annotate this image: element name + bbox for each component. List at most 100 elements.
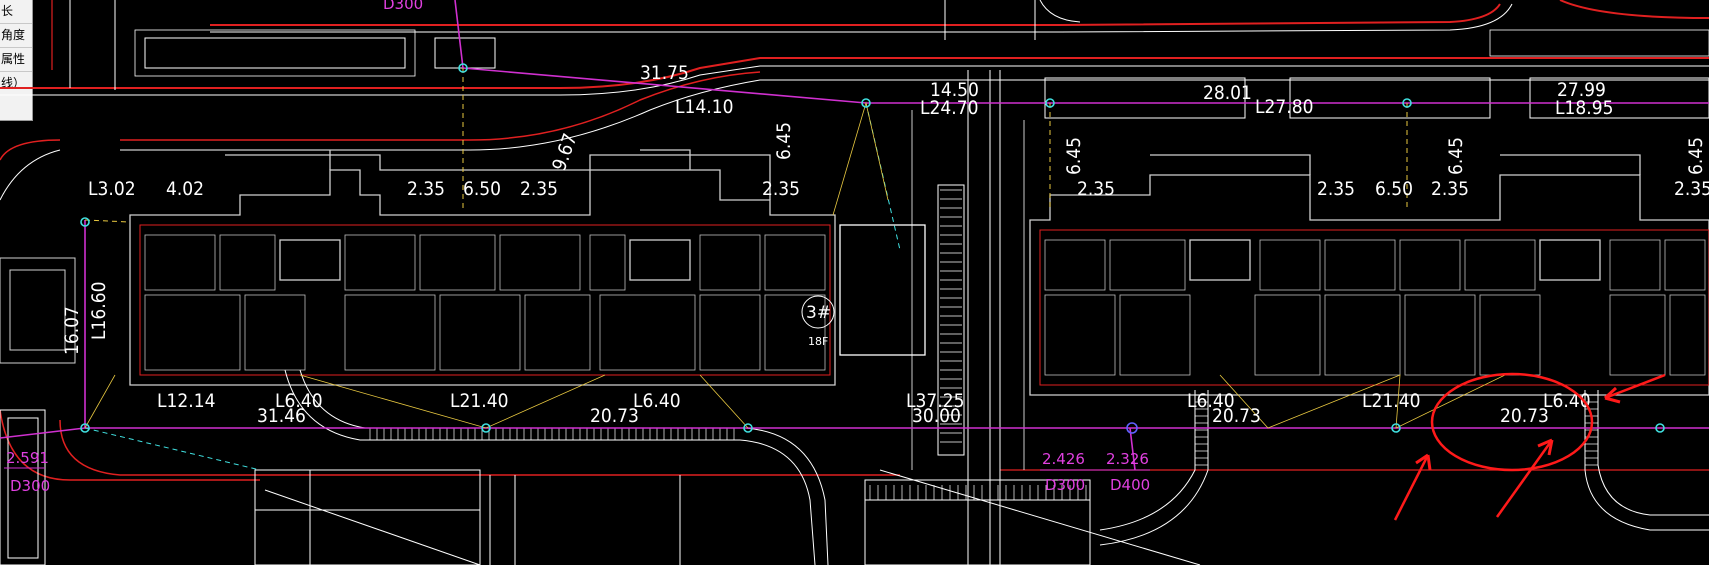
dim-l-3-02: L3.02 bbox=[88, 178, 136, 200]
dim-6-45-a: 6.45 bbox=[773, 122, 795, 160]
node bbox=[1391, 423, 1401, 433]
dim-20-73-b: 20.73 bbox=[1212, 405, 1261, 427]
room-outline bbox=[1664, 239, 1706, 291]
node bbox=[861, 98, 871, 108]
room-outline bbox=[764, 234, 826, 291]
dim-28-01: 28.01 bbox=[1203, 82, 1252, 104]
room-outline bbox=[524, 294, 591, 371]
dim-31-75: 31.75 bbox=[640, 62, 689, 84]
room-outline bbox=[144, 234, 216, 291]
room-outline bbox=[699, 294, 761, 371]
room-outline bbox=[1609, 239, 1661, 291]
dim-6-45-c: 6.45 bbox=[1445, 137, 1467, 175]
dim-16-07: 16.07 bbox=[61, 306, 83, 355]
dimension-texts: 31.75 14.50 28.01 27.99 L14.10 L24.70 L2… bbox=[61, 62, 1709, 427]
dim-l-6-40-c: L6.40 bbox=[1187, 390, 1235, 412]
dim-l-21-40-a: L21.40 bbox=[450, 390, 508, 412]
room-outline bbox=[344, 234, 416, 291]
room-outline bbox=[1044, 239, 1106, 291]
room-outline bbox=[1109, 239, 1186, 291]
building-block-left bbox=[129, 149, 926, 386]
room-outline bbox=[439, 294, 521, 371]
room-outline bbox=[1479, 294, 1541, 376]
dim-31-46: 31.46 bbox=[257, 405, 306, 427]
room-outline bbox=[1119, 294, 1191, 376]
dim-6-45-d: 6.45 bbox=[1685, 137, 1707, 175]
dim-9-67: 9.67 bbox=[548, 131, 582, 174]
dim-2-35-d: 2.35 bbox=[1077, 178, 1115, 200]
stair-hatching bbox=[940, 189, 962, 443]
room-outline bbox=[599, 294, 696, 371]
pipe-network bbox=[0, 0, 1709, 471]
room-outline bbox=[344, 294, 436, 371]
dim-2-35-c: 2.35 bbox=[762, 178, 800, 200]
pipe-elev-2426: 2.426 bbox=[1042, 450, 1085, 468]
node bbox=[458, 63, 468, 73]
bottom-structure bbox=[254, 469, 1201, 565]
pipe-elev-2326: 2.326 bbox=[1106, 450, 1149, 468]
node bbox=[1402, 98, 1412, 108]
room-outline bbox=[1464, 239, 1536, 291]
dim-l-18-95: L18.95 bbox=[1555, 97, 1613, 119]
dim-l-16-60: L16.60 bbox=[88, 282, 110, 340]
room-outline bbox=[419, 234, 496, 291]
aux-building-left bbox=[0, 257, 76, 565]
node bbox=[743, 423, 753, 433]
manhole-nodes bbox=[80, 63, 1665, 434]
pipe-elev-2591: 2.591 bbox=[6, 449, 49, 467]
pipe-label-d400-mid: D400 bbox=[1110, 476, 1150, 494]
dim-l-24-70: L24.70 bbox=[920, 97, 978, 119]
pipe-label-d300-mid: D300 bbox=[1045, 476, 1085, 494]
panel-row-angle[interactable]: 角度 bbox=[0, 24, 32, 48]
node bbox=[481, 423, 491, 433]
room-outline bbox=[499, 234, 581, 291]
room-outline bbox=[589, 234, 626, 291]
dimension-leaders bbox=[84, 101, 1506, 429]
dim-20-73-a: 20.73 bbox=[590, 405, 639, 427]
building-number: 3# bbox=[806, 303, 831, 323]
panel-row-length[interactable]: 长 bbox=[0, 0, 32, 24]
arrow-down-left bbox=[1604, 373, 1666, 400]
panel-row-line[interactable]: 线） bbox=[1, 76, 26, 90]
room-outline bbox=[699, 234, 761, 291]
room-grid-right bbox=[1044, 239, 1706, 376]
dim-2-35-g: 2.35 bbox=[1674, 178, 1709, 200]
arrow-up-right bbox=[1495, 439, 1554, 518]
room-outline bbox=[1259, 239, 1321, 291]
dim-2-35-e: 2.35 bbox=[1317, 178, 1355, 200]
node bbox=[1045, 98, 1055, 108]
node bbox=[80, 217, 90, 227]
dim-6-45-b: 6.45 bbox=[1063, 137, 1085, 175]
dim-6-50-a: 6.50 bbox=[463, 178, 501, 200]
building-floors: 18F bbox=[808, 335, 828, 348]
building-tag: 3# 18F bbox=[801, 295, 835, 348]
dim-2-35-f: 2.35 bbox=[1431, 178, 1469, 200]
dim-l-6-40-a: L6.40 bbox=[275, 390, 323, 412]
dim-30-00: 30.00 bbox=[912, 405, 961, 427]
room-outline bbox=[1254, 294, 1321, 376]
node bbox=[1655, 423, 1665, 433]
dim-20-73-c: 20.73 bbox=[1500, 405, 1549, 427]
pipe-labels: D300 2.591 D300 2.426 2.326 D300 D400 bbox=[4, 0, 1150, 495]
room-outline bbox=[1324, 294, 1401, 376]
dim-l-6-40-b: L6.40 bbox=[633, 390, 681, 412]
room-outline bbox=[1044, 294, 1116, 376]
dim-2-35-a: 2.35 bbox=[407, 178, 445, 200]
panel-row-properties[interactable]: 属性 bbox=[0, 48, 32, 72]
dim-6-50-b: 6.50 bbox=[1375, 178, 1413, 200]
dim-l-21-40-b: L21.40 bbox=[1362, 390, 1420, 412]
dim-l-27-80: L27.80 bbox=[1255, 96, 1313, 118]
markup-annotation bbox=[1393, 372, 1666, 521]
dim-2-35-b: 2.35 bbox=[520, 178, 558, 200]
dim-l-12-14: L12.14 bbox=[157, 390, 215, 412]
node bbox=[80, 423, 90, 433]
dim-27-99: 27.99 bbox=[1557, 79, 1606, 101]
building-block-right bbox=[1029, 154, 1709, 396]
room-outline bbox=[1324, 239, 1396, 291]
room-outline bbox=[1669, 294, 1706, 376]
dim-l-14-10: L14.10 bbox=[675, 96, 733, 118]
pipe-label-top-d300: D300 bbox=[383, 0, 423, 13]
